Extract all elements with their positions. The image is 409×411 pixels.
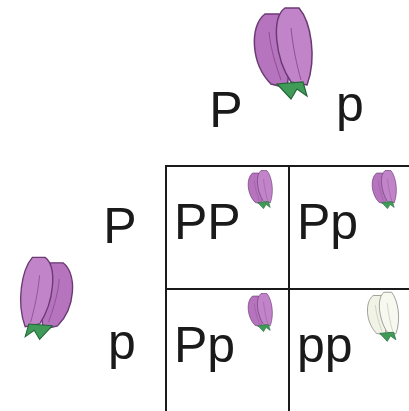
offspring-flower [248, 294, 272, 332]
genotype-cell: Pp [288, 165, 409, 290]
allele-label: p [108, 317, 136, 367]
genotype-label: PP [174, 197, 241, 247]
offspring-flower [372, 171, 396, 209]
genotype-label: Pp [297, 197, 358, 247]
parent-flower [21, 257, 73, 339]
genotype-label: Pp [174, 320, 235, 370]
offspring-flower [367, 292, 398, 341]
allele-label: P [209, 85, 242, 135]
genotype-cell: Pp [165, 288, 290, 411]
offspring-flower [248, 171, 272, 209]
allele-label: p [336, 79, 364, 129]
genotype-label: pp [297, 320, 353, 370]
allele-label: P [103, 201, 136, 251]
parent-flower [254, 8, 312, 99]
genotype-cell: PP [165, 165, 290, 290]
genotype-cell: pp [288, 288, 409, 411]
